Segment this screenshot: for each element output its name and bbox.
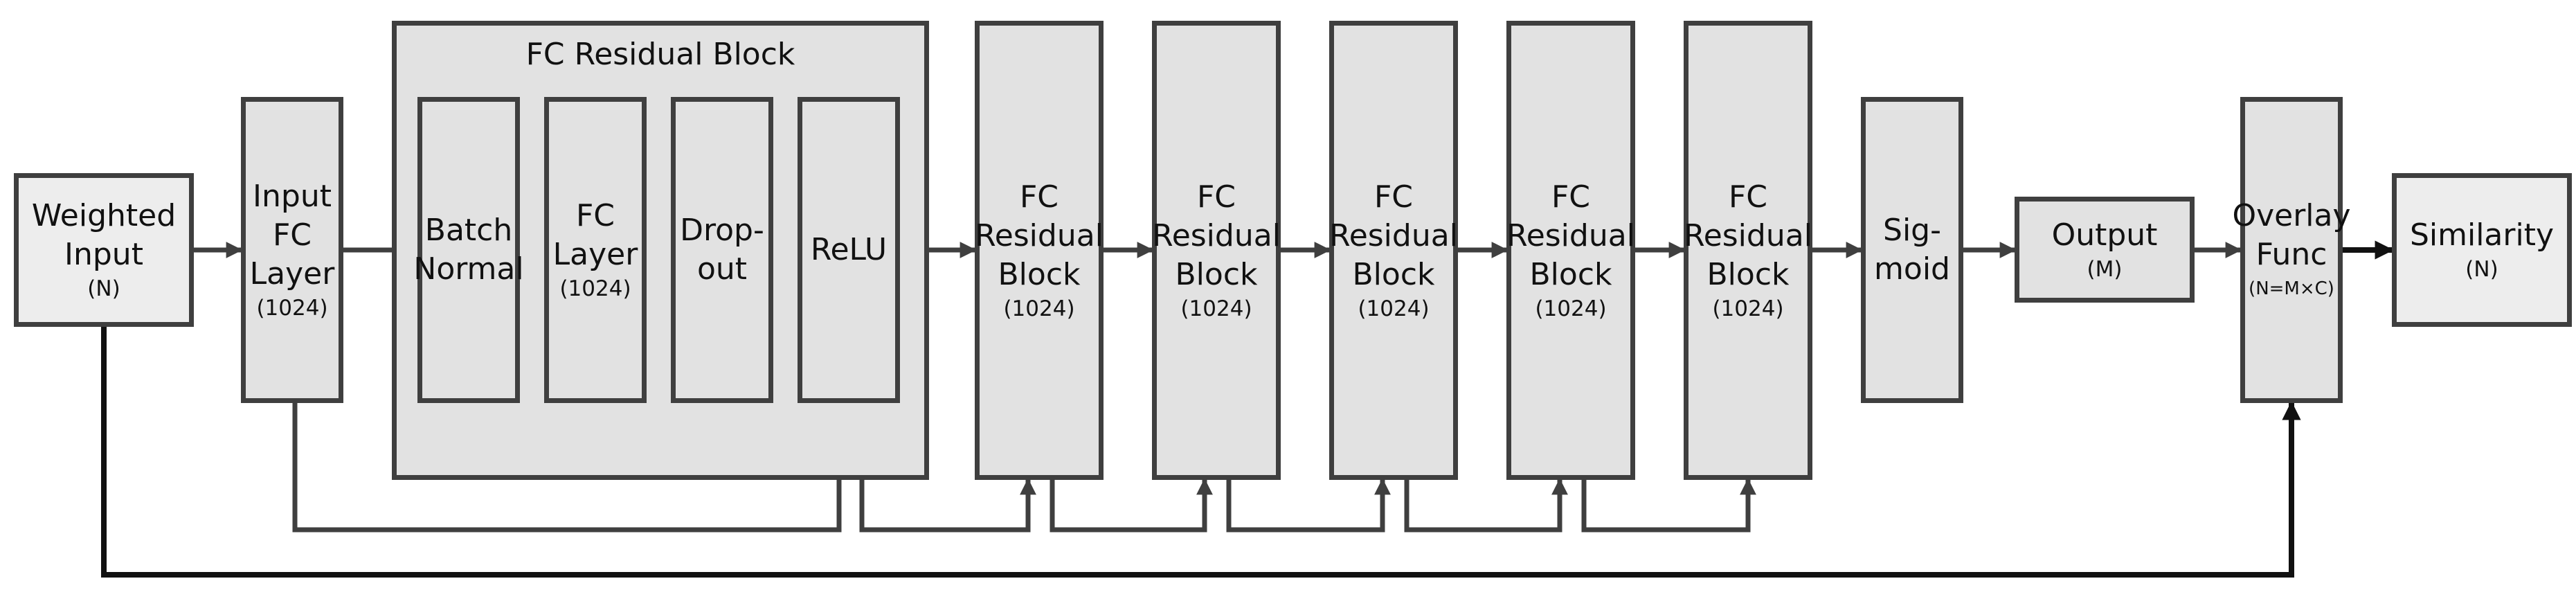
skip-fc-res-4-to-5 [1581, 478, 1756, 533]
skip-fc-res-1-to-2 [1050, 478, 1213, 533]
fc-residual-block-3-size: (1024) [1358, 296, 1430, 321]
batch-normal-label: Batch Normal [413, 213, 524, 287]
fc-residual-block-5-size: (1024) [1712, 296, 1784, 321]
inner-fc-layer-size: (1024) [559, 276, 631, 301]
relu-label: ReLU [810, 232, 888, 267]
sigmoid-node: Sig- moid [1861, 97, 1963, 403]
similarity-node: Similarity (N) [2392, 173, 2572, 327]
fc-residual-block-3-node: FC Residual Block (1024) [1329, 21, 1458, 480]
overlay-func-label: Overlay Func [2232, 198, 2351, 272]
fc-residual-block-1-label: FC Residual Block [975, 179, 1104, 292]
fc-residual-block-group-title: FC Residual Block [525, 37, 795, 72]
skip-fc-res-2-to-3 [1226, 478, 1391, 533]
similarity-size: (N) [2465, 257, 2498, 282]
input-fc-layer-label: Input FC Layer [249, 179, 335, 292]
input-fc-layer-size: (1024) [256, 296, 328, 321]
fc-residual-block-4-node: FC Residual Block (1024) [1506, 21, 1635, 480]
fc-residual-block-2-size: (1024) [1180, 296, 1252, 321]
fc-residual-block-5-node: FC Residual Block (1024) [1684, 21, 1812, 480]
fc-residual-block-1-size: (1024) [1003, 296, 1075, 321]
fc-residual-block-2-node: FC Residual Block (1024) [1152, 21, 1281, 480]
weighted-input-label: Weighted Input [31, 198, 177, 272]
output-node: Output (M) [2015, 197, 2195, 303]
batch-normal-node: Batch Normal [413, 97, 524, 403]
weighted-input-size: (N) [87, 276, 120, 301]
fc-residual-block-5-label: FC Residual Block [1684, 179, 1812, 292]
dropout-node: Drop- out [671, 97, 773, 403]
input-fc-layer-node: Input FC Layer (1024) [241, 97, 343, 403]
relu-node: ReLU [798, 97, 900, 403]
sigmoid-label: Sig- moid [1874, 213, 1950, 287]
fc-residual-block-4-label: FC Residual Block [1506, 179, 1635, 292]
overlay-func-node: Overlay Func (N=M×C) [2232, 97, 2351, 403]
fc-residual-block-1-node: FC Residual Block (1024) [975, 21, 1104, 480]
skip-weighted-input-to-overlay [101, 327, 2301, 578]
overlay-func-size: (N=M×C) [2249, 278, 2334, 299]
similarity-label: Similarity [2409, 217, 2555, 253]
skip-fc-res-3-to-4 [1404, 478, 1568, 533]
output-label: Output [2051, 217, 2158, 253]
weighted-input-node: Weighted Input (N) [14, 173, 194, 327]
inner-fc-layer-label: FC Layer [552, 198, 638, 272]
output-size: (M) [2087, 256, 2123, 282]
fc-residual-block-3-label: FC Residual Block [1329, 179, 1458, 292]
fc-residual-block-4-size: (1024) [1535, 296, 1607, 321]
fc-residual-block-2-label: FC Residual Block [1152, 179, 1281, 292]
dropout-label: Drop- out [680, 213, 764, 287]
inner-fc-layer-node: FC Layer (1024) [544, 97, 647, 403]
